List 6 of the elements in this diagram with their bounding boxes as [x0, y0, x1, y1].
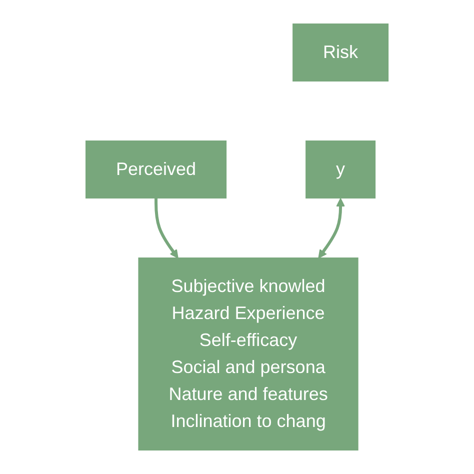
arrow — [318, 198, 345, 258]
arrow — [154, 198, 178, 258]
node-box: Subjective knowled Hazard Experience Self-efficacy Social and persona Nature and features Inclination to chang — [138, 258, 358, 450]
node-box: Perceived — [85, 140, 227, 198]
node-box: y — [306, 140, 376, 198]
node-box: Risk — [292, 24, 389, 82]
